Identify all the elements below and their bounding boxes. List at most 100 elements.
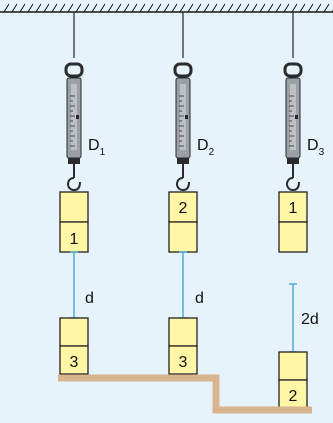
ceiling-hatch-mark xyxy=(147,3,154,13)
scale-ticks xyxy=(70,95,79,147)
ceiling-hatch-mark xyxy=(315,3,322,13)
scale-ring xyxy=(283,62,303,78)
ceiling-hatch-mark xyxy=(99,3,106,13)
block-lower-cell xyxy=(278,221,308,253)
scale-label: D3 xyxy=(307,137,325,158)
block-bottom-number: 3 xyxy=(179,354,188,371)
ceiling-hatch-mark xyxy=(267,3,274,13)
scale-ring xyxy=(64,62,84,78)
gap-label: d xyxy=(195,290,204,307)
ceiling-hatch-mark xyxy=(155,3,162,13)
gap-indicator-3: 2d xyxy=(289,283,319,353)
ceiling-hatch-icon xyxy=(3,3,333,13)
ceiling-hatch-mark xyxy=(75,3,82,13)
block-upper-cell xyxy=(168,191,198,223)
hanging-block-2: 2 xyxy=(168,191,198,253)
ceiling-hatch-mark xyxy=(107,3,114,13)
strings xyxy=(73,12,294,58)
block-lower-cell xyxy=(59,345,89,375)
lower-block-1: 3 xyxy=(59,317,89,375)
ceiling-hatch-mark xyxy=(323,3,330,13)
ceiling-hatch-mark xyxy=(227,3,234,13)
ceiling xyxy=(0,3,333,13)
gap-label: d xyxy=(85,290,94,307)
ceiling-hatch-mark xyxy=(179,3,186,13)
scale-pointer xyxy=(185,115,188,119)
ceiling-hatch-mark xyxy=(3,3,10,13)
block-lower-cell xyxy=(168,221,198,253)
scale-pointer xyxy=(76,115,79,119)
ceiling-hatch-mark xyxy=(83,3,90,13)
stepped-shelf-icon xyxy=(58,374,312,414)
ceiling-hatch-mark xyxy=(51,3,58,13)
ceiling-hatch-mark xyxy=(291,3,298,13)
ceiling-hatch-mark xyxy=(283,3,290,13)
scale-highlight xyxy=(71,84,77,150)
block-bottom-number: 2 xyxy=(289,388,298,405)
scale-highlight xyxy=(180,84,186,150)
scale-hook xyxy=(67,164,81,192)
ceiling-hatch-mark xyxy=(259,3,266,13)
spring-scale-icon xyxy=(64,62,84,192)
ceiling-hatch-mark xyxy=(203,3,210,13)
scale-ring xyxy=(173,62,193,78)
ceiling-hatch-mark xyxy=(59,3,66,13)
scale-pointer xyxy=(295,115,298,119)
ceiling-hatch-mark xyxy=(19,3,26,13)
ceiling-hatch-mark xyxy=(163,3,170,13)
ceiling-hatch-mark xyxy=(11,3,18,13)
spring-scale-icon xyxy=(173,62,193,192)
hanging-block-3: 1 xyxy=(278,191,308,253)
block-upper-cell xyxy=(59,317,89,347)
ceiling-hatch-mark xyxy=(131,3,138,13)
block-upper-cell xyxy=(168,317,198,347)
ceiling-hatch-mark xyxy=(219,3,226,13)
block-top-number: 1 xyxy=(289,200,298,217)
ceiling-hatch-mark xyxy=(299,3,306,13)
scale-base xyxy=(177,158,189,164)
ceiling-hatch-mark xyxy=(139,3,146,13)
scale-ticks xyxy=(179,95,188,147)
scale-hook xyxy=(176,164,190,192)
scale-hook xyxy=(286,164,300,192)
hanging-block-1: 1 xyxy=(59,191,89,253)
ceiling-hatch-mark xyxy=(115,3,122,13)
ceiling-hatch-mark xyxy=(27,3,34,13)
scale-base xyxy=(68,158,80,164)
ceiling-hatch-mark xyxy=(171,3,178,13)
spring-scale-icon xyxy=(283,62,303,192)
ceiling-hatch-mark xyxy=(67,3,74,13)
scale-label: D2 xyxy=(197,137,215,158)
ceiling-hatch-mark xyxy=(187,3,194,13)
ceiling-hatch-mark xyxy=(123,3,130,13)
scale-highlight xyxy=(290,84,296,150)
spring-scale-1: D1 xyxy=(64,62,106,192)
block-upper-cell xyxy=(278,351,308,381)
lower-block-2: 3 xyxy=(168,317,198,375)
ceiling-hatch-mark xyxy=(307,3,314,13)
ceiling-hatch-mark xyxy=(91,3,98,13)
ceiling-hatch-mark xyxy=(243,3,250,13)
scale-ticks xyxy=(289,95,298,147)
block-lower-cell xyxy=(168,345,198,375)
ceiling-hatch-mark xyxy=(195,3,202,13)
ceiling-hatch-mark xyxy=(235,3,242,13)
block-top-number: 2 xyxy=(179,200,188,217)
block-upper-cell xyxy=(59,191,89,223)
block-bottom-number: 1 xyxy=(70,231,79,248)
ceiling-hatch-mark xyxy=(275,3,282,13)
scale-base xyxy=(287,158,299,164)
lower-block-3: 2 xyxy=(278,351,308,409)
ceiling-hatch-mark xyxy=(35,3,42,13)
block-upper-cell xyxy=(278,191,308,223)
ceiling-hatch-mark xyxy=(211,3,218,13)
spring-scale-2: D2 xyxy=(173,62,215,192)
spring-scale-3: D3 xyxy=(283,62,325,192)
gap-label: 2d xyxy=(301,311,319,328)
ceiling-hatch-mark xyxy=(251,3,258,13)
block-bottom-number: 3 xyxy=(70,354,79,371)
ceiling-hatch-mark xyxy=(43,3,50,13)
scale-label: D1 xyxy=(88,137,106,158)
